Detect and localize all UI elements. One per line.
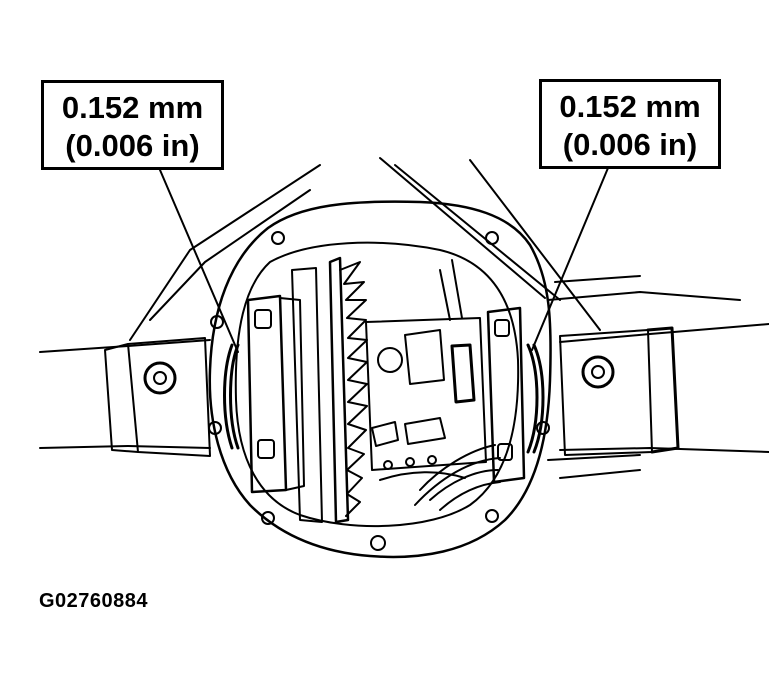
flange-outline [208,200,552,559]
flange-bolt [261,511,275,525]
figure-id-label: G02760884 [39,590,149,612]
right-callout-imperial: (0.006 in) [562,127,698,162]
flange-bolt [485,509,499,523]
left-tube-flange [104,337,211,457]
ring-gear [291,256,368,524]
right-callout-metric: 0.152 mm [559,89,701,124]
flange-bolt [208,421,222,435]
left-bearing-cap [223,294,305,494]
left-axle-tube [39,339,211,449]
flange-bolt [370,535,386,551]
left-shim-clearance-callout: 0.152 mm (0.006 in) [41,80,224,170]
carrier-flange [208,200,552,559]
left-shim [223,343,240,450]
housing-cavity [234,241,520,528]
left-tube-bolt [143,361,177,395]
left-leader-line [159,169,239,353]
pinion-gear [414,444,501,511]
right-axle-tube [559,323,769,453]
flange-bolt [271,231,285,245]
right-tube-bolt [581,355,615,389]
right-tube-flange [559,329,653,456]
flange-bolt [210,315,224,329]
axle-housing [39,157,769,479]
right-leader-line [531,167,609,351]
ring-gear-teeth [339,261,368,517]
right-shim [526,343,545,454]
left-callout-metric: 0.152 mm [61,90,204,125]
flange-bolt [485,231,499,245]
left-callout-imperial: (0.006 in) [65,128,200,163]
right-shim-clearance-callout: 0.152 mm (0.006 in) [539,79,721,169]
right-bearing-cap [486,306,545,484]
differential-case [365,259,501,511]
